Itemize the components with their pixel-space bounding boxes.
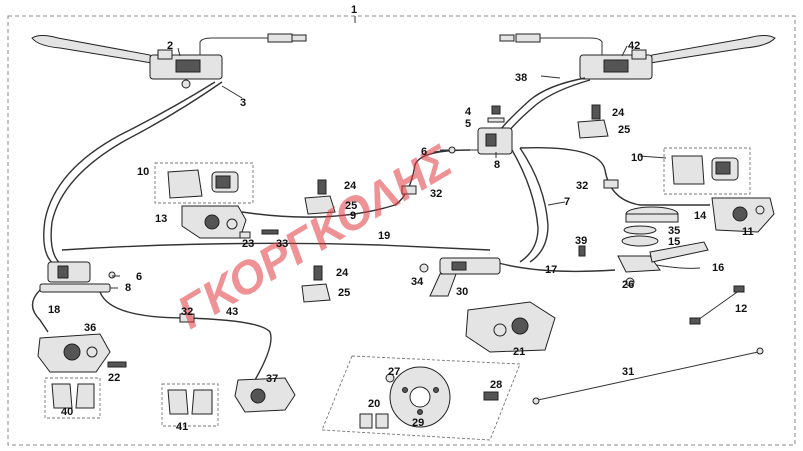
left-brake-lever-assembly <box>31 33 307 89</box>
callout-10-left: 10 <box>137 166 149 178</box>
callout-15: 15 <box>668 236 680 248</box>
callout-25-right: 25 <box>618 124 630 136</box>
right-brake-lever-assembly <box>499 33 776 80</box>
callout-32-lower: 32 <box>181 306 193 318</box>
hose-clamp-right <box>577 104 609 139</box>
callout-35: 35 <box>668 225 680 237</box>
callout-8-lower: 8 <box>125 282 131 294</box>
callout-7: 7 <box>564 196 570 208</box>
callout-25-upper: 25 <box>345 200 357 212</box>
callout-39: 39 <box>575 235 587 247</box>
caliper-21 <box>465 301 556 353</box>
callout-42: 42 <box>628 40 640 52</box>
caliper-right <box>711 197 775 233</box>
sensor-12 <box>689 285 745 325</box>
callout-32-center: 32 <box>430 188 442 200</box>
reservoir-cap <box>625 206 679 223</box>
callout-6-lower: 6 <box>136 271 142 283</box>
diagram-frame <box>7 15 796 446</box>
callout-25-lower: 25 <box>338 287 350 299</box>
callout-12: 12 <box>735 303 747 315</box>
callout-17: 17 <box>545 264 557 276</box>
callout-labels: 1 2 3 4 5 6 6 7 8 8 9 10 10 11 12 13 14 … <box>48 4 754 433</box>
callout-13: 13 <box>155 213 167 225</box>
valve-30 <box>419 257 501 297</box>
callout-10-right: 10 <box>631 152 643 164</box>
pads-box-41 <box>161 383 219 427</box>
hose-clamp-lower <box>301 265 331 303</box>
hose-clip <box>179 313 195 323</box>
pads-box-40 <box>44 377 101 419</box>
reservoir-ring <box>621 235 659 247</box>
callout-43: 43 <box>226 306 238 318</box>
callout-16: 16 <box>712 262 724 274</box>
callout-33: 33 <box>276 238 288 250</box>
callout-31: 31 <box>622 366 634 378</box>
callout-34: 34 <box>411 276 424 288</box>
callout-19: 19 <box>378 230 390 242</box>
callout-6-upper: 6 <box>421 146 427 158</box>
callout-8-upper: 8 <box>494 159 500 171</box>
brake-pads-box-left <box>154 162 254 204</box>
callout-24-right: 24 <box>612 107 625 119</box>
left-distributor <box>39 261 116 293</box>
callout-14: 14 <box>694 210 707 222</box>
callout-27: 27 <box>388 366 400 378</box>
callout-23: 23 <box>242 238 254 250</box>
leader-lines <box>110 45 667 289</box>
callout-41: 41 <box>176 421 188 433</box>
callout-29: 29 <box>412 417 424 429</box>
callout-3: 3 <box>240 97 246 109</box>
brake-pads-box-right <box>663 147 751 195</box>
callout-22: 22 <box>108 372 120 384</box>
reservoir-diaphragm <box>623 225 657 235</box>
banjo-bolt <box>487 105 505 123</box>
callout-24-upper: 24 <box>344 180 357 192</box>
callout-28: 28 <box>490 379 502 391</box>
callout-24-lower: 24 <box>336 267 349 279</box>
caliper-37 <box>234 377 296 413</box>
caliper-36 <box>37 333 111 373</box>
callout-5: 5 <box>465 118 471 130</box>
callout-21: 21 <box>513 346 525 358</box>
callout-32-right: 32 <box>576 180 588 192</box>
callout-2: 2 <box>167 40 173 52</box>
callout-20: 20 <box>368 398 380 410</box>
bolt-22 <box>107 361 127 368</box>
callout-38: 38 <box>515 72 527 84</box>
callout-40: 40 <box>61 406 73 418</box>
callout-37: 37 <box>266 373 278 385</box>
brake-disc-box <box>321 355 521 441</box>
callout-30: 30 <box>456 286 468 298</box>
callout-36: 36 <box>84 322 96 334</box>
callout-1: 1 <box>351 4 357 16</box>
cable-31 <box>532 347 764 405</box>
hose-clip <box>401 185 417 195</box>
callout-26: 26 <box>622 279 634 291</box>
callout-18: 18 <box>48 304 60 316</box>
callout-9: 9 <box>350 210 356 222</box>
hose-clip <box>603 179 619 189</box>
callout-11: 11 <box>742 226 754 238</box>
hose-clamp-upper <box>304 179 336 215</box>
callout-4: 4 <box>465 106 472 118</box>
bracket-16 <box>617 241 709 287</box>
center-distributor <box>440 127 513 155</box>
screw-39 <box>578 245 586 257</box>
caliper-left <box>181 205 279 239</box>
